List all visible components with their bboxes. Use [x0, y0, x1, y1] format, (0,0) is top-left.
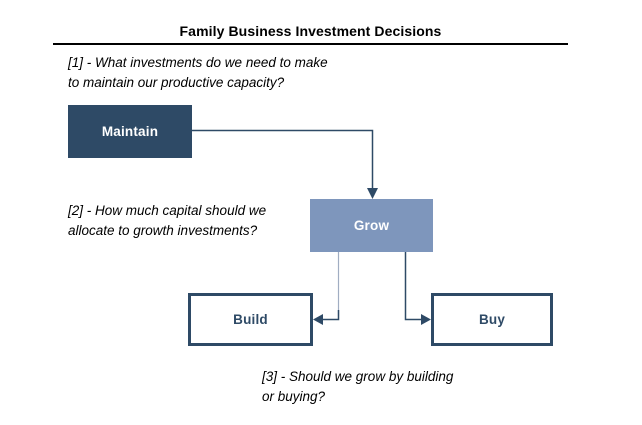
node-buy: Buy [431, 293, 553, 346]
node-buy-label: Buy [478, 312, 506, 327]
node-maintain: Maintain [68, 105, 192, 158]
arrowhead-right-icon [421, 314, 431, 325]
node-maintain-label: Maintain [101, 124, 159, 139]
annotation-question-1: [1] - What investments do we need to mak… [68, 55, 328, 90]
arrowhead-down-icon [367, 188, 378, 199]
page-title: Family Business Investment Decisions [53, 23, 568, 45]
arrowhead-left-icon [313, 314, 323, 325]
node-grow-label: Grow [353, 218, 390, 233]
node-build-label: Build [233, 312, 268, 327]
annotation-question-2: [2] - How much capital should we allocat… [68, 203, 267, 238]
connector-grow-build [322, 310, 340, 321]
node-build: Build [188, 293, 313, 346]
connector-grow-buy [404, 252, 421, 321]
connector-maintain-grow [192, 129, 374, 189]
annotation-question-3: [3] - Should we grow by building or buyi… [262, 369, 454, 404]
node-grow: Grow [310, 199, 433, 252]
